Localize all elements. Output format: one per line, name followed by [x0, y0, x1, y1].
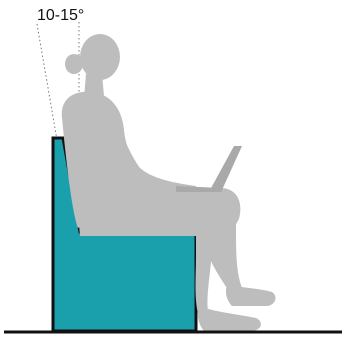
- near-foot: [226, 284, 276, 306]
- far-lower-leg: [196, 220, 213, 314]
- backrest-angle-line: [37, 24, 57, 140]
- head: [80, 34, 120, 80]
- angle-label: 10-15°: [37, 7, 84, 24]
- hair-bun: [65, 54, 83, 74]
- far-foot: [198, 306, 261, 331]
- laptop-screen: [210, 146, 242, 190]
